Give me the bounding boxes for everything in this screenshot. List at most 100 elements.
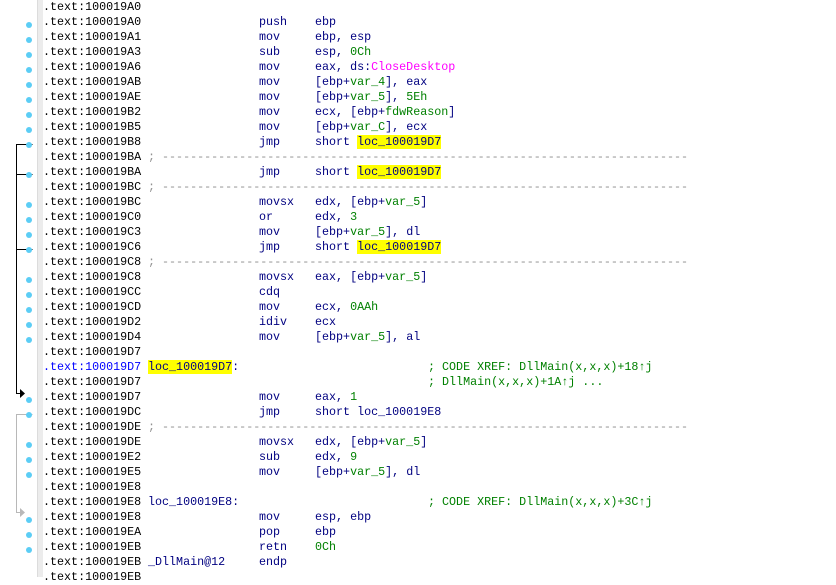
breakpoint-dot-icon[interactable]	[26, 442, 32, 448]
operand-token[interactable]: fdwReason	[385, 105, 449, 119]
address: .text:100019CC	[43, 285, 142, 299]
breakpoint-dot-icon[interactable]	[26, 112, 32, 118]
code-label[interactable]: loc_100019D7:	[148, 360, 239, 375]
mnemonic: mov	[259, 120, 281, 134]
breakpoint-dot-icon[interactable]	[26, 37, 32, 43]
listing-line[interactable]: .text:100019D7	[43, 345, 836, 360]
breakpoint-dot-icon[interactable]	[26, 247, 32, 253]
breakpoint-dot-icon[interactable]	[26, 142, 32, 148]
listing-line[interactable]: .text:100019A0	[43, 0, 836, 15]
breakpoint-dot-icon[interactable]	[26, 22, 32, 28]
code-label[interactable]: loc_100019E8:	[148, 495, 239, 510]
breakpoint-dot-icon[interactable]	[26, 397, 32, 403]
operand-token[interactable]: var_5	[385, 195, 421, 209]
operand-token[interactable]: var_4	[350, 75, 386, 89]
breakpoint-dot-icon[interactable]	[26, 97, 32, 103]
label-token[interactable]: loc_100019D7	[148, 360, 233, 374]
listing-line[interactable]: .text:100019EB	[43, 570, 836, 585]
listing-line[interactable]: .text:100019E8	[43, 480, 836, 495]
operand-token[interactable]: CloseDesktop	[371, 60, 456, 74]
operand-token[interactable]: var_5	[385, 435, 421, 449]
listing-line[interactable]: .text:100019BC; ------------------------…	[43, 180, 836, 195]
breakpoint-dot-icon[interactable]	[26, 52, 32, 58]
operand-token[interactable]: var_5	[385, 270, 421, 284]
breakpoint-dot-icon[interactable]	[26, 517, 32, 523]
operands: [ebp+var_5], al	[315, 330, 420, 345]
breakpoint-dot-icon[interactable]	[26, 217, 32, 223]
breakpoint-dot-icon[interactable]	[26, 532, 32, 538]
operand-token: short	[315, 135, 358, 149]
highlighted-label-link[interactable]: loc_100019D7	[357, 135, 442, 149]
breakpoint-dot-icon[interactable]	[26, 232, 32, 238]
breakpoint-dot-icon[interactable]	[26, 412, 32, 418]
xref-comment[interactable]: ; DllMain(x,x,x)+1A↑j ...	[428, 375, 604, 389]
highlighted-label-link[interactable]: loc_100019D7	[357, 165, 442, 179]
listing-line[interactable]: .text:100019D7; DllMain(x,x,x)+1A↑j ...	[43, 375, 836, 390]
breakpoint-dot-icon[interactable]	[26, 547, 32, 553]
operand-token[interactable]: var_5	[350, 465, 386, 479]
breakpoint-dot-icon[interactable]	[26, 307, 32, 313]
xref-comment[interactable]: ; CODE XREF: DllMain(x,x,x)+3C↑j	[428, 495, 653, 509]
operand-token[interactable]: var_5	[350, 330, 386, 344]
highlighted-label-link[interactable]: loc_100019D7	[357, 240, 442, 254]
breakpoint-dot-icon[interactable]	[26, 472, 32, 478]
breakpoint-dot-icon[interactable]	[26, 337, 32, 343]
breakpoint-dot-icon[interactable]	[26, 277, 32, 283]
breakpoint-dot-icon[interactable]	[26, 457, 32, 463]
breakpoint-dot-icon[interactable]	[26, 127, 32, 133]
breakpoint-dot-icon[interactable]	[26, 67, 32, 73]
listing-line[interactable]: .text:100019BA; ------------------------…	[43, 150, 836, 165]
listing-line[interactable]: .text:100019DE; ------------------------…	[43, 420, 836, 435]
breakpoint-dot-icon[interactable]	[26, 292, 32, 298]
xref-comment[interactable]: ; CODE XREF: DllMain(x,x,x)+18↑j	[428, 360, 653, 374]
breakpoint-dot-icon[interactable]	[26, 172, 32, 178]
operand-token[interactable]: var_5	[350, 225, 386, 239]
breakpoint-dot-icon[interactable]	[26, 82, 32, 88]
breakpoint-dot-icon[interactable]	[26, 322, 32, 328]
code-label[interactable]: _DllMain@12	[148, 555, 225, 570]
operands: short loc_100019D7	[315, 135, 442, 150]
operand-token: [ebp+	[315, 120, 351, 134]
mnemonic: sub	[259, 45, 281, 59]
operand-token[interactable]: var_C	[350, 120, 386, 134]
operands: eax, [ebp+var_5]	[315, 270, 427, 285]
listing-line[interactable]: .text:100019C8; ------------------------…	[43, 255, 836, 270]
address: .text:100019AB	[43, 75, 142, 89]
operand-token[interactable]: var_5	[350, 90, 386, 104]
operand-token: 5Eh	[406, 90, 428, 104]
operand-token: edx, [ebp+	[315, 435, 386, 449]
breakpoint-dot-icon[interactable]	[26, 202, 32, 208]
pane-divider[interactable]	[37, 0, 43, 577]
